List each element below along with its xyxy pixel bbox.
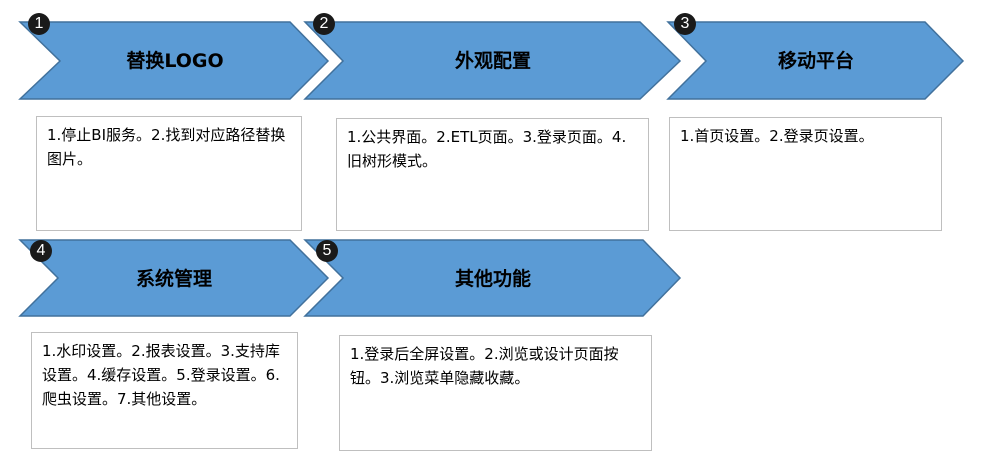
- step-description-4: 1.水印设置。2.报表设置。3.支持库设置。4.缓存设置。5.登录设置。6.爬虫…: [31, 332, 298, 449]
- step-title-5: 其他功能: [454, 268, 531, 290]
- step-title-1: 替换LOGO: [126, 50, 224, 72]
- step-description-3: 1.首页设置。2.登录页设置。: [669, 117, 942, 231]
- step-number-badge-2: 2: [313, 13, 335, 35]
- step-description-2: 1.公共界面。2.ETL页面。3.登录页面。4.旧树形模式。: [336, 118, 649, 231]
- step-title-2: 外观配置: [454, 50, 531, 72]
- chevron-arrow-3: [666, 21, 965, 100]
- chevron-arrow-2: [303, 21, 682, 100]
- step-number-badge-3: 3: [674, 13, 696, 35]
- chevron-arrow-4: [18, 239, 330, 317]
- step-number-badge-1: 1: [28, 13, 50, 35]
- step-description-1: 1.停止BI服务。2.找到对应路径替换图片。: [36, 116, 302, 231]
- step-number-badge-5: 5: [316, 240, 338, 262]
- step-title-4: 系统管理: [135, 268, 212, 290]
- step-description-5: 1.登录后全屏设置。2.浏览或设计页面按钮。3.浏览菜单隐藏收藏。: [339, 335, 652, 451]
- step-number-badge-4: 4: [30, 240, 52, 262]
- chevron-arrow-5: [303, 239, 682, 317]
- step-title-3: 移动平台: [777, 50, 854, 72]
- chevron-arrow-1: [18, 21, 330, 100]
